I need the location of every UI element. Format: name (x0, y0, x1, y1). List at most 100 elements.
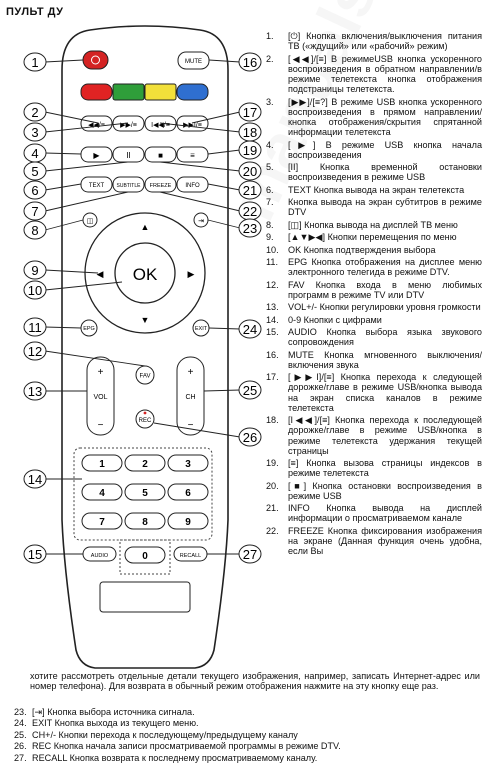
item-text: [▶▶I]/[≡] Кнопка перехода к следующей до… (288, 372, 482, 413)
description-item: 18.[I◀◀]/[≡] Кнопка перехода к последующ… (266, 415, 482, 456)
digit-button-4[interactable] (81, 483, 123, 501)
digit-button-5[interactable] (124, 483, 166, 501)
callout-bubble (238, 140, 262, 160)
play-button[interactable] (80, 146, 113, 163)
callout-number: 25 (243, 383, 257, 398)
item-number: 16. (266, 349, 279, 360)
callout-line (207, 183, 241, 191)
callout-number: 3 (31, 125, 38, 140)
description-item: 1.[⏻] Кнопка включения/выключения питани… (266, 31, 482, 51)
color-button-3[interactable] (144, 83, 177, 101)
callout-number: 13 (28, 384, 42, 399)
index-icon: ≡ (190, 151, 195, 160)
callout-bubble (238, 218, 262, 238)
digit-button-1[interactable] (81, 454, 123, 472)
item-number: 25. (14, 729, 27, 740)
callout-number: 9 (31, 263, 38, 278)
callout-number: 20 (243, 164, 257, 179)
callout-bubble (23, 260, 47, 280)
description-item: 15.AUDIO Кнопка выбора языка звукового с… (266, 327, 482, 347)
item-number: 3. (266, 96, 274, 107)
item-text: FAV Кнопка входа в меню любимых программ… (288, 279, 482, 300)
fastforward-button[interactable] (112, 115, 145, 132)
digit-label: 3 (185, 459, 191, 470)
color-button-1[interactable] (80, 83, 113, 101)
callout-number: 1 (31, 55, 38, 70)
callout-line (208, 327, 241, 330)
exit-label: EXIT (195, 326, 208, 332)
callout-line (44, 269, 99, 274)
subtitle-button[interactable] (112, 176, 145, 193)
callout-bubble (23, 161, 47, 181)
item-text: [▲▼▶◀] Кнопки перемещения по меню (288, 232, 457, 243)
callout-line (159, 122, 241, 133)
callout-line (44, 219, 84, 231)
item-text: AUDIO Кнопка выбора языка звукового сопр… (288, 326, 482, 348)
digit-button-3[interactable] (167, 454, 209, 472)
description-item: 25.CH+/- Кнопки перехода к последующему/… (14, 730, 484, 740)
digit-label: 1 (99, 459, 105, 470)
volume-minus-icon: − (98, 420, 104, 431)
callout-number: 7 (31, 204, 38, 219)
color-button-2[interactable] (112, 83, 145, 101)
digit-button-2[interactable] (124, 454, 166, 472)
callout-line (44, 191, 129, 212)
item-number: 6. (266, 184, 274, 195)
volume-rocker[interactable] (86, 356, 115, 436)
callout-number: 11 (28, 320, 42, 335)
pause-icon: II (126, 151, 130, 160)
channel-rocker[interactable] (176, 356, 205, 436)
arrow-up-icon[interactable]: ▲ (141, 222, 150, 232)
callout-line (44, 111, 99, 124)
page-title: ПУЛЬТ ДУ (6, 6, 64, 18)
rec-dot-icon (143, 411, 147, 415)
ok-label: OK (133, 265, 158, 284)
digit-button-6[interactable] (167, 483, 209, 501)
callout-number: 15 (28, 547, 42, 562)
description-item: 9.[▲▼▶◀] Кнопки перемещения по меню (266, 232, 482, 242)
callout-line (153, 422, 241, 438)
description-item: 20.[■] Кнопка остановки воспроизведения … (266, 481, 482, 501)
item-text: [I◀◀]/[≡] Кнопка перехода к последующей … (288, 415, 482, 456)
subtitle-label: SUBTITLE (117, 183, 142, 189)
callout-bubble (238, 319, 262, 339)
callout-number: 18 (243, 125, 257, 140)
mute-button[interactable] (177, 51, 210, 70)
color-button-4[interactable] (176, 83, 209, 101)
info-button[interactable] (176, 176, 209, 193)
digit-button-0[interactable] (124, 546, 166, 564)
callout-line (159, 161, 241, 172)
digit-button-9[interactable] (167, 512, 209, 530)
rec-button[interactable] (135, 409, 155, 429)
arrow-down-icon[interactable]: ▼ (141, 315, 150, 325)
item-number: 4. (266, 139, 274, 150)
color-buttons[interactable] (80, 83, 209, 101)
description-item: 26.REC Кнопка начала записи просматривае… (14, 741, 484, 751)
digit-button-8[interactable] (124, 512, 166, 530)
item-number: 20. (266, 480, 279, 491)
zero-area (119, 539, 171, 575)
callout-number: 8 (31, 223, 38, 238)
description-item: 5.[II] Кнопка временной остановки воспро… (266, 162, 482, 182)
item-number: 2. (266, 53, 274, 64)
power-button[interactable] (82, 50, 109, 70)
channel-minus-icon: − (188, 420, 194, 431)
arrow-right-icon[interactable]: ▶ (188, 269, 195, 279)
callout-number: 14 (28, 472, 42, 487)
item-number: 13. (266, 302, 279, 313)
callout-bubble (23, 52, 47, 72)
callout-number: 19 (243, 143, 257, 158)
callout-number: 16 (243, 55, 257, 70)
arrow-left-icon[interactable]: ◀ (97, 269, 104, 279)
digit-button-7[interactable] (81, 512, 123, 530)
ok-button[interactable] (114, 242, 176, 304)
text-button[interactable] (80, 176, 113, 193)
callout-bubble (23, 341, 47, 361)
index-button[interactable] (176, 146, 209, 163)
item-text: VOL+/- Кнопки регулировки уровня громкос… (288, 302, 481, 313)
audio-label: AUDIO (91, 553, 109, 559)
pause-button[interactable] (112, 146, 145, 163)
callout-line (203, 389, 241, 392)
callout-bubble (238, 544, 262, 564)
